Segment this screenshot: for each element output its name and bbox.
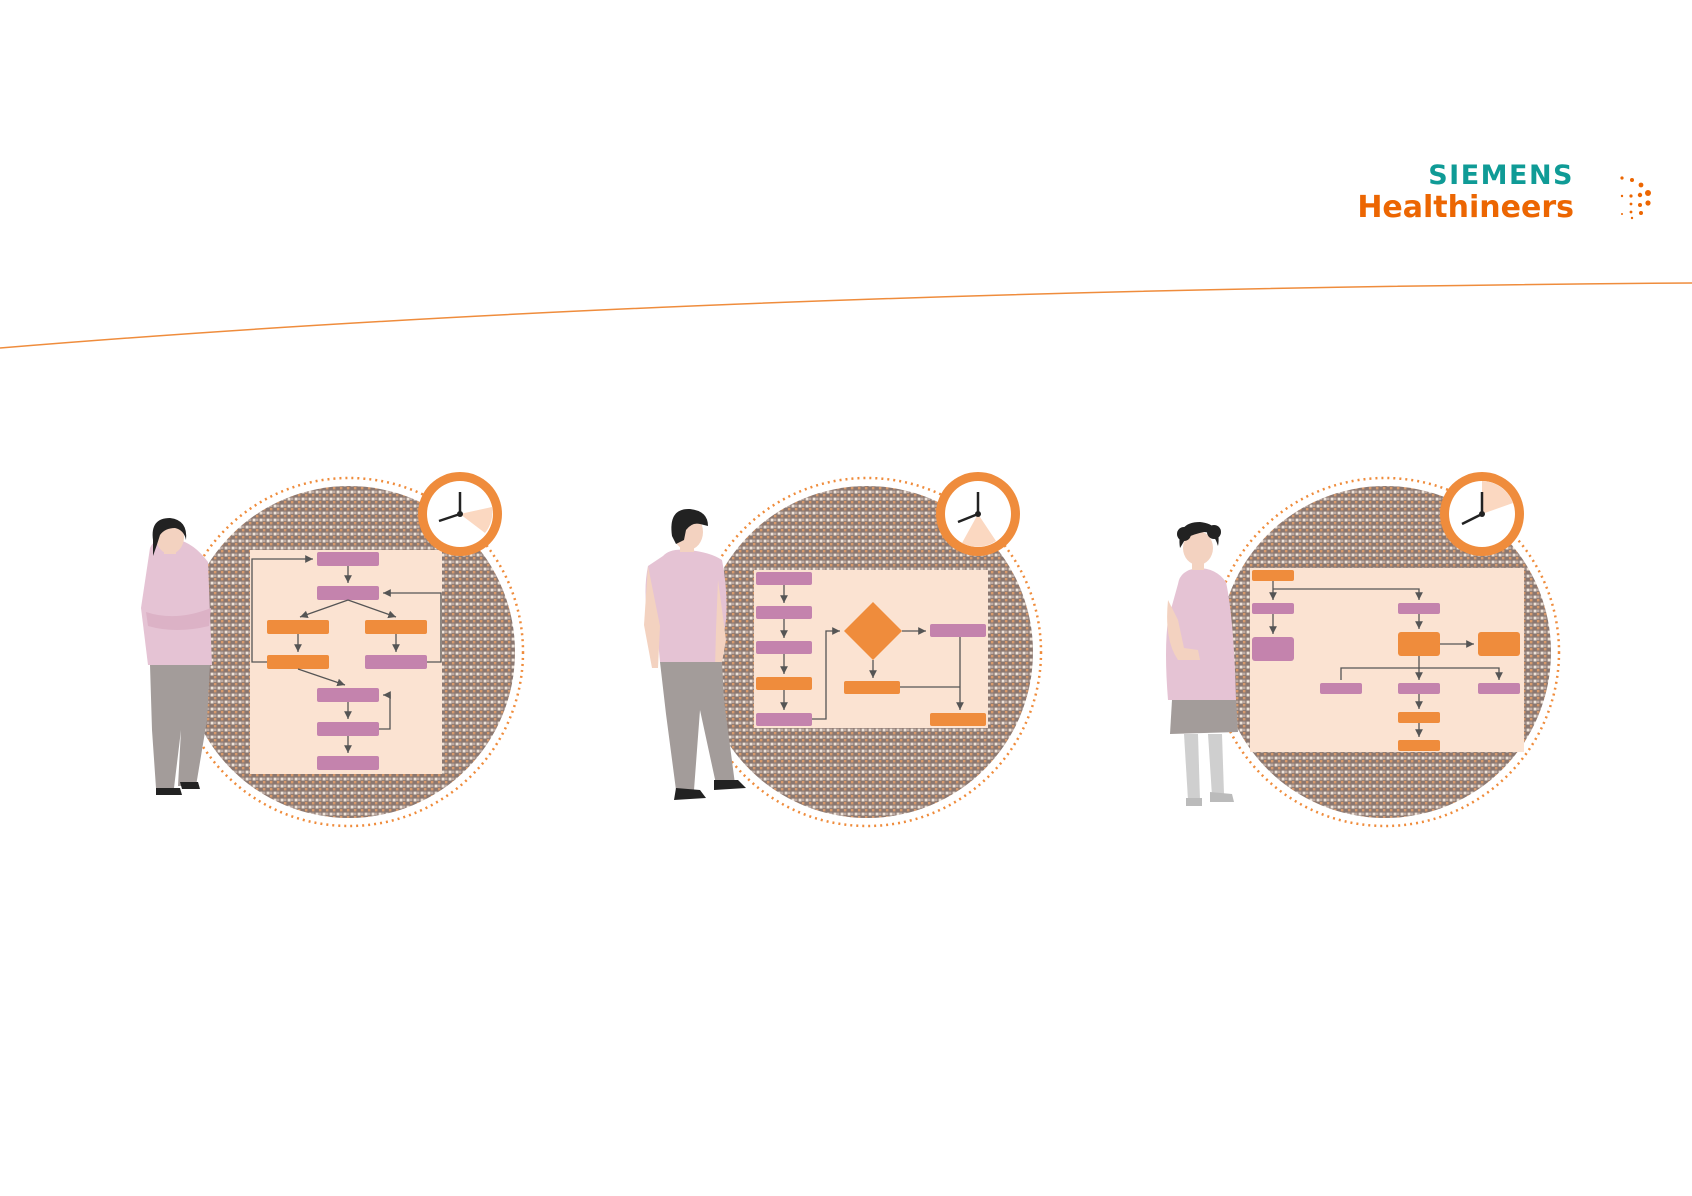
workflow-board: [1250, 568, 1524, 752]
clock-icon: [1440, 472, 1524, 556]
dots-arc-icon: [1620, 176, 1651, 220]
panel-2: [644, 472, 1043, 828]
workflow-diagram: [756, 572, 986, 726]
panel-1: [141, 472, 525, 828]
clock-icon: [936, 472, 1020, 556]
person-man-standing: [644, 508, 746, 800]
brand-name-healthineers: Healthineers: [1357, 190, 1574, 225]
panel-3: [1166, 472, 1561, 828]
clock-icon: [418, 472, 502, 556]
person-woman-skirt: [1166, 522, 1238, 806]
person-woman-arms-crossed: [141, 518, 212, 795]
brand-name-siemens: SIEMENS: [1428, 160, 1574, 191]
workflow-diagram: [251, 552, 442, 770]
workflow-diagram: [1252, 570, 1520, 751]
siemens-healthineers-logo: SIEMENS Healthineers: [1357, 160, 1656, 230]
